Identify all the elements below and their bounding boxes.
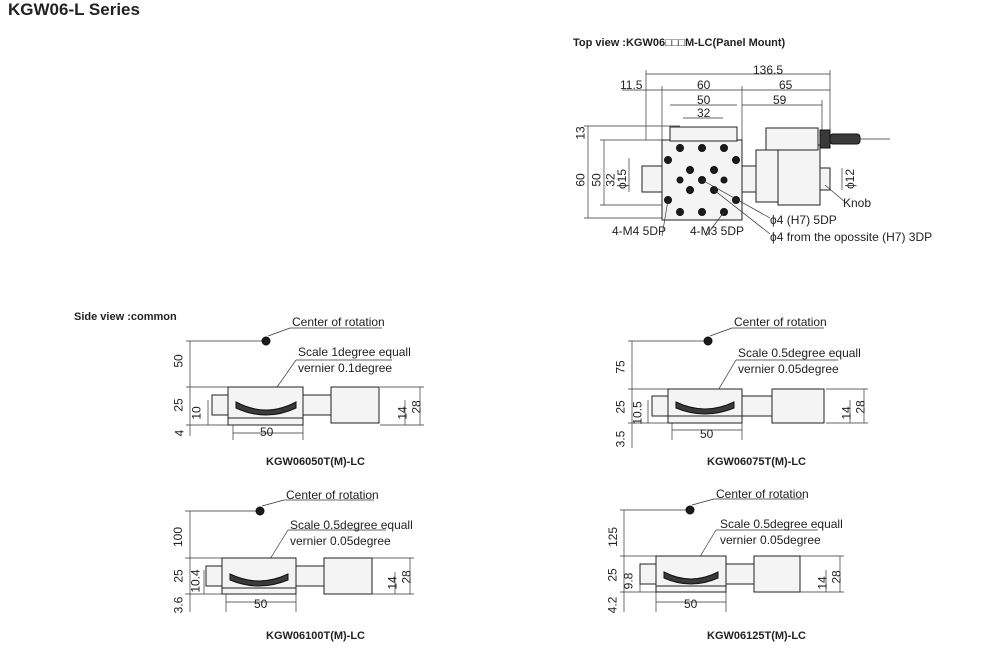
top-view-title: Top view :KGW06□□□M-LC(Panel Mount) bbox=[573, 37, 786, 49]
h-base-3: 3.6 bbox=[171, 596, 186, 614]
scale-line2-4: vernier 0.05degree bbox=[720, 533, 821, 547]
dim-w65: 65 bbox=[779, 78, 793, 92]
model-caption-3: KGW06100T(M)-LC bbox=[266, 630, 366, 642]
scale-line2-2: vernier 0.05degree bbox=[738, 362, 839, 376]
h-rot-4: 125 bbox=[606, 526, 621, 548]
model-caption-2: KGW06075T(M)-LC bbox=[707, 456, 807, 468]
dim-w60: 60 bbox=[697, 78, 711, 92]
w-base-1: 50 bbox=[260, 425, 274, 439]
side-view-title: Side view :common bbox=[74, 311, 177, 323]
h-rot-2: 75 bbox=[613, 360, 628, 374]
scale-line2-1: vernier 0.1degree bbox=[298, 361, 393, 375]
top-stage-upper-block bbox=[669, 126, 738, 142]
m3-label: 4-M3 5DP bbox=[690, 224, 745, 238]
scale-line1-1: Scale 1degree equall bbox=[298, 345, 411, 359]
w-base-4: 50 bbox=[684, 597, 698, 611]
h-sub-2: 10.5 bbox=[630, 401, 645, 425]
h-right1-2: 14 bbox=[839, 406, 854, 420]
h-sub-1: 10 bbox=[189, 406, 204, 420]
scale-line1-3: Scale 0.5degree equall bbox=[290, 518, 413, 532]
dim-w32: 32 bbox=[697, 106, 711, 120]
side-motor bbox=[330, 386, 380, 424]
h-body-4: 25 bbox=[605, 568, 620, 582]
page-title: KGW06-L Series bbox=[8, 0, 140, 19]
w-base-3: 50 bbox=[254, 597, 268, 611]
h-right2-2: 28 bbox=[853, 400, 868, 414]
h-base-2: 3.5 bbox=[613, 430, 628, 448]
w-base-2: 50 bbox=[700, 427, 714, 441]
h-body-3: 25 bbox=[171, 569, 186, 583]
center-label-3: Center of rotation bbox=[286, 488, 379, 502]
dim-w59: 59 bbox=[773, 93, 787, 107]
model-caption-4: KGW06125T(M)-LC bbox=[707, 630, 807, 642]
knob-label: Knob bbox=[843, 196, 872, 210]
motor-body bbox=[777, 144, 821, 206]
dim-overall: 136.5 bbox=[753, 63, 784, 77]
h-base-1: 4 bbox=[172, 429, 187, 437]
center-label-4: Center of rotation bbox=[716, 487, 809, 501]
model-caption-1: KGW06050T(M)-LC bbox=[266, 456, 366, 468]
scale-line2-3: vernier 0.05degree bbox=[290, 534, 391, 548]
h-sub-3: 10.4 bbox=[188, 569, 203, 593]
h-body-2: 25 bbox=[613, 400, 628, 414]
pin-hole-opposite-label: ϕ4 from the opossite (H7) 3DP bbox=[770, 230, 933, 244]
scale-line1-4: Scale 0.5degree equall bbox=[720, 517, 843, 531]
h-right1-4: 14 bbox=[815, 576, 830, 590]
h-rot-3: 100 bbox=[171, 526, 186, 548]
dim-offset: 11.5 bbox=[620, 78, 643, 92]
h-sub-4: 9.8 bbox=[621, 572, 636, 590]
scale-line1-2: Scale 0.5degree equall bbox=[738, 346, 861, 360]
h-body-1: 25 bbox=[171, 398, 186, 412]
pin-hole-label: ϕ4 (H7) 5DP bbox=[770, 213, 837, 227]
m4-label: 4-M4 5DP bbox=[612, 224, 667, 238]
dim-w50: 50 bbox=[697, 93, 711, 107]
center-label-1: Center of rotation bbox=[292, 315, 385, 329]
h-rot-1: 50 bbox=[171, 354, 186, 368]
center-label-2: Center of rotation bbox=[734, 315, 827, 329]
h-base-4: 4.2 bbox=[605, 596, 620, 614]
h-right2-4: 28 bbox=[829, 570, 844, 584]
h-right1-3: 14 bbox=[385, 576, 400, 590]
h-right1-1: 14 bbox=[395, 406, 410, 420]
h-right2-3: 28 bbox=[399, 570, 414, 584]
h-right2-1: 28 bbox=[409, 400, 424, 414]
